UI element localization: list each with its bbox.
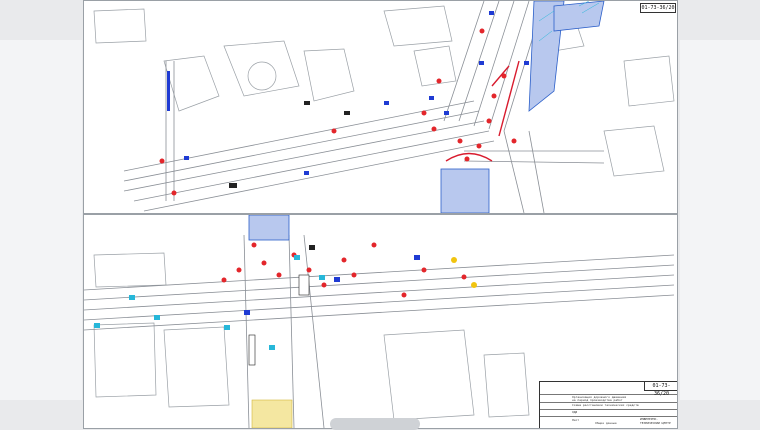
- hatch-area: [251, 399, 293, 428]
- building-outlines: [93, 252, 530, 421]
- title-line-2: Схема расстановки технических средств: [572, 404, 639, 407]
- title-line-4: Лист: [572, 419, 580, 422]
- background-panel-right: [680, 40, 760, 400]
- road-lines: [84, 234, 675, 428]
- plan-top-drawing: [93, 1, 675, 213]
- title-line-0: Организация дорожного движения: [572, 396, 627, 399]
- company-line-0: ИНЖЕНЕРНО-: [640, 418, 659, 421]
- sign-markers: [94, 242, 477, 366]
- sign-markers: [159, 11, 529, 196]
- building-outlines: [93, 5, 675, 177]
- title-line-3: ОДД: [572, 411, 578, 414]
- plan-bottom-drawing: [84, 215, 675, 428]
- drawing-code-stamp-top: 01-73-36/20: [640, 3, 676, 13]
- company-line-1: ТЕХНИЧЕСКИЙ ЦЕНТР: [640, 422, 671, 425]
- drawing-code-stamp: 01-73-36/20: [644, 381, 677, 397]
- plan-sheet-top: [83, 0, 678, 214]
- plan-sheet-bottom: Организация дорожного движения на период…: [83, 214, 678, 429]
- hatch-area: [538, 1, 600, 42]
- horizontal-scrollbar[interactable]: [330, 418, 420, 430]
- work-zone: [445, 60, 520, 162]
- doc-label: Общие данные: [595, 421, 617, 425]
- crossing-zones: [248, 215, 290, 241]
- crossing-zones: [440, 1, 605, 213]
- drawing-title-block: Организация дорожного движения на период…: [539, 381, 677, 428]
- road-lines: [123, 1, 605, 213]
- background-panel-left: [0, 40, 82, 400]
- title-line-1: на период производства работ: [572, 399, 623, 402]
